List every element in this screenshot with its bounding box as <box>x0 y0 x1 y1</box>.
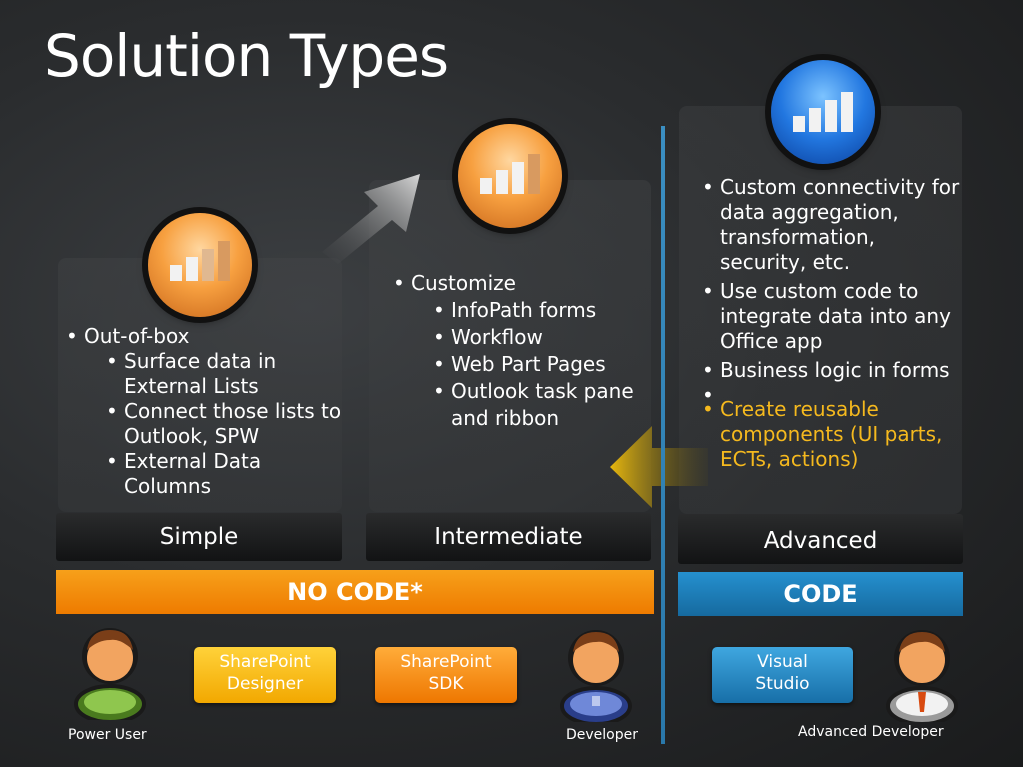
sub-bullet: Workflow <box>431 324 647 351</box>
intermediate-bullets: Customize InfoPath forms Workflow Web Pa… <box>391 270 647 432</box>
sub-bullet: Connect those lists to Outlook, SPW <box>104 399 344 449</box>
slide-title: Solution Types <box>44 22 449 90</box>
level-intermediate: Intermediate <box>366 513 651 561</box>
no-code-banner: NO CODE* <box>56 570 654 614</box>
simple-bullets: Out-of-box Surface data in External List… <box>64 324 344 499</box>
bullet-customize: Customize InfoPath forms Workflow Web Pa… <box>391 270 647 432</box>
bullet-custom-connectivity: Custom connectivity for data aggregation… <box>700 175 960 275</box>
bullet-out-of-box: Out-of-box Surface data in External List… <box>64 324 344 499</box>
code-divider <box>661 126 665 744</box>
developer-icon <box>560 630 632 722</box>
developer-label: Developer <box>566 727 639 743</box>
visual-studio-button[interactable]: Visual Studio <box>712 647 853 703</box>
sub-bullet: Outlook task pane and ribbon <box>431 378 647 432</box>
level-advanced: Advanced <box>678 514 963 564</box>
advanced-chart-icon <box>771 60 875 164</box>
intermediate-chart-icon <box>458 124 562 228</box>
bullet-reusable-components: Create reusable components (UI parts, EC… <box>700 397 960 472</box>
level-simple: Simple <box>56 513 342 561</box>
bullet-business-logic: Business logic in forms <box>700 358 960 383</box>
spacer <box>700 383 960 408</box>
advanced-developer-label: Advanced Developer <box>798 724 944 740</box>
sub-bullet: InfoPath forms <box>431 297 647 324</box>
sharepoint-sdk-button[interactable]: SharePoint SDK <box>375 647 517 703</box>
sub-bullet: Surface data in External Lists <box>104 349 344 399</box>
simple-chart-icon <box>148 213 252 317</box>
progress-arrow-icon <box>322 174 420 264</box>
power-user-label: Power User <box>68 727 147 743</box>
code-banner: CODE <box>678 572 963 616</box>
advanced-developer-icon <box>886 630 958 722</box>
sub-bullet: Web Part Pages <box>431 351 647 378</box>
reuse-arrow-icon <box>610 426 708 508</box>
power-user-icon <box>74 628 146 720</box>
sub-bullet: External Data Columns <box>104 449 344 499</box>
bullet-custom-code: Use custom code to integrate data into a… <box>700 279 960 354</box>
sharepoint-designer-button[interactable]: SharePoint Designer <box>194 647 336 703</box>
advanced-bullets: Custom connectivity for data aggregation… <box>700 175 960 472</box>
